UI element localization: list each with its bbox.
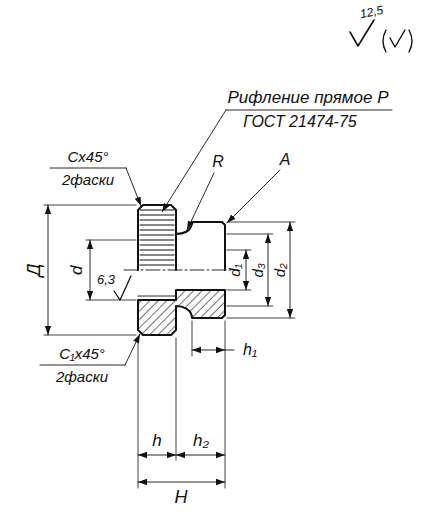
dimension-label: d₁ [228, 263, 245, 276]
leader-line [125, 334, 140, 365]
dimension-line [176, 455, 225, 456]
knurl-stroke [140, 210, 174, 211]
chamfer-note: Cx45° [67, 149, 108, 166]
thread-line [138, 296, 176, 297]
leader-line [126, 168, 141, 206]
chamfer-count: 2фаски [56, 369, 108, 386]
shank-outline [192, 222, 225, 270]
dimension-line [138, 455, 176, 456]
dimension-line [225, 350, 234, 351]
leader-line [227, 170, 280, 223]
dimension-label: d₂ [272, 263, 289, 277]
radius-label: R [212, 153, 224, 171]
roughness-symbol [390, 30, 405, 47]
extension-line [227, 222, 295, 223]
dimension-label: d [69, 265, 88, 274]
leader-shelf [40, 365, 125, 366]
extension-line [86, 240, 136, 241]
leader-shelf [50, 168, 126, 169]
knurling [140, 210, 174, 265]
extension-line [44, 205, 136, 206]
dimension-label: H [175, 488, 188, 508]
extension-line [227, 250, 251, 251]
knurl-stroke [140, 250, 174, 251]
section-outline [138, 290, 225, 335]
knurl-stroke [140, 255, 174, 256]
dimension-label: h₂ [193, 432, 209, 451]
extension-line [225, 321, 226, 488]
knurl-stroke [140, 215, 174, 216]
dimension-label: Д [25, 264, 45, 277]
leader-shelf [226, 110, 392, 111]
extension-line [227, 234, 273, 235]
extension-line [44, 335, 136, 336]
leader-line [187, 173, 214, 230]
roughness-bracket [383, 30, 386, 52]
roughness-symbol [350, 20, 374, 46]
extension-line [227, 318, 295, 319]
center-line [124, 270, 238, 271]
knurled-head-outline [138, 205, 176, 270]
extension-line [138, 338, 139, 488]
note-text: Рифление прямое Р [228, 89, 389, 108]
knurl-stroke [140, 225, 174, 226]
extension-line [227, 290, 251, 291]
dimension-label: d₃ [250, 263, 267, 277]
dimension-line [90, 240, 91, 300]
knurl-stroke [140, 245, 174, 246]
surface-label: A [280, 151, 291, 169]
knurl-stroke [140, 265, 174, 266]
knurl-stroke [140, 260, 174, 261]
knurl-stroke [140, 230, 174, 231]
dimension-line [246, 250, 247, 290]
roughness-bracket [409, 30, 412, 52]
dimension-line [138, 482, 225, 483]
standard-ref: ГОСТ 21474-75 [243, 113, 356, 131]
dimension-line [290, 222, 291, 318]
dimension-line [268, 234, 269, 306]
dimension-line [48, 205, 49, 335]
chamfer-count: 2фаски [62, 172, 114, 189]
knurl-stroke [140, 235, 174, 236]
dimension-label: h₁ [243, 341, 257, 359]
extension-line [192, 321, 193, 356]
extension-line [86, 300, 136, 301]
dimension-line [192, 350, 225, 351]
leader-line [162, 110, 226, 212]
dimension-label: h [152, 432, 161, 451]
knurl-stroke [140, 220, 174, 221]
extension-line [227, 306, 273, 307]
extension-line [176, 338, 177, 460]
knurl-stroke [140, 240, 174, 241]
roughness-value: 12,5 [359, 4, 385, 22]
roughness-symbol [114, 276, 131, 300]
chamfer-note: C₁x45° [59, 346, 105, 363]
roughness-value: 6,3 [97, 273, 115, 287]
